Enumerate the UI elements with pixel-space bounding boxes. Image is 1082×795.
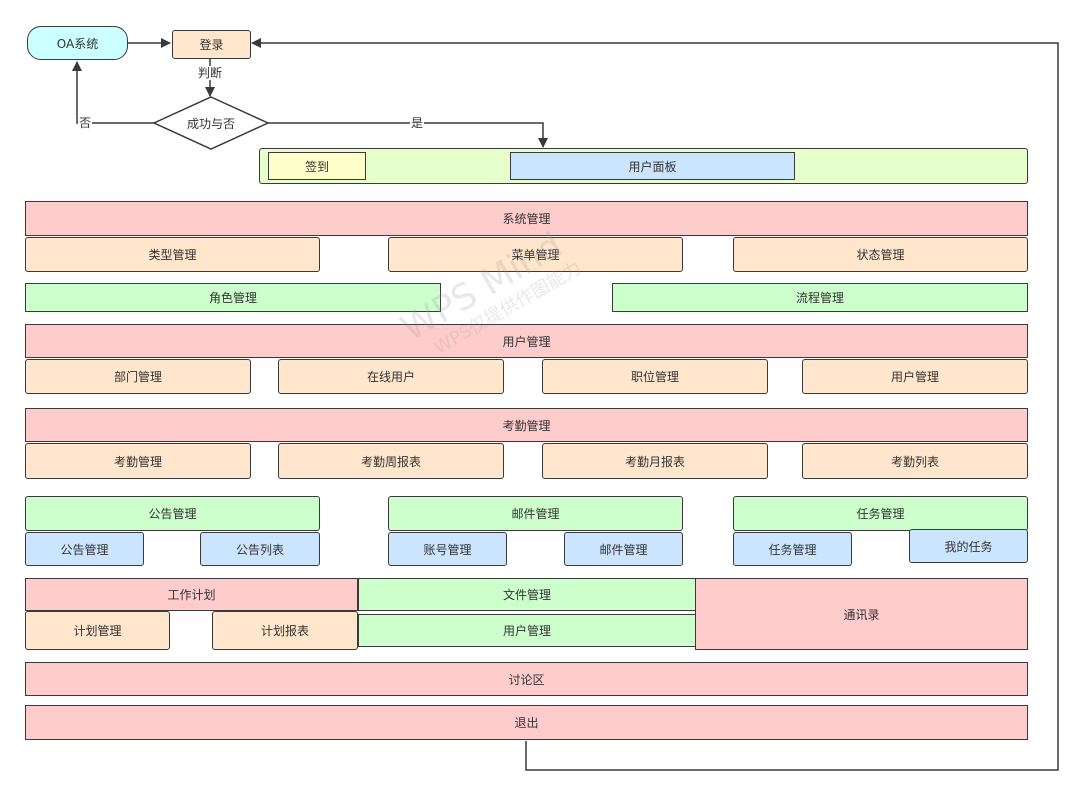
decision-diamond [152,96,270,150]
system-mgmt-header: 系统管理 [25,201,1028,236]
notice-mgmt-node: 公告管理 [25,532,144,566]
position-mgmt-node: 职位管理 [542,359,768,394]
attendance-monthly-node: 考勤月报表 [542,443,768,479]
user-mgmt-header: 用户管理 [25,324,1028,358]
task-mgmt-node: 任务管理 [733,532,852,566]
checkin-node: 签到 [268,152,366,180]
account-mgmt-node: 账号管理 [388,532,507,566]
attendance-list-node: 考勤列表 [802,443,1028,479]
menu-mgmt-node: 菜单管理 [388,237,683,272]
plan-report-node: 计划报表 [212,611,358,650]
notice-mgmt-header: 公告管理 [25,496,320,531]
attendance-mgmt-node: 考勤管理 [25,443,251,479]
work-plan-header: 工作计划 [25,578,358,611]
user-panel-node: 用户面板 [510,152,795,180]
contacts-node: 通讯录 [695,578,1028,650]
online-users-node: 在线用户 [278,359,504,394]
role-mgmt-node: 角色管理 [25,283,441,312]
yes-label: 是 [410,116,425,130]
attendance-header: 考勤管理 [25,408,1028,442]
status-mgmt-node: 状态管理 [733,237,1028,272]
task-mgmt-header: 任务管理 [733,496,1028,531]
edge-decision-yes [268,122,548,148]
plan-mgmt-node: 计划管理 [25,611,170,650]
process-mgmt-node: 流程管理 [612,283,1028,312]
logout-node: 退出 [25,705,1028,740]
mail-mgmt-node: 邮件管理 [564,532,683,566]
file-mgmt-header: 文件管理 [358,578,696,611]
notice-list-node: 公告列表 [200,532,320,566]
mail-mgmt-header: 邮件管理 [388,496,683,531]
type-mgmt-node: 类型管理 [25,237,320,272]
user-mgmt-node: 用户管理 [802,359,1028,394]
my-tasks-node: 我的任务 [909,529,1028,563]
dept-mgmt-node: 部门管理 [25,359,251,394]
attendance-weekly-node: 考勤周报表 [278,443,504,479]
no-label: 否 [78,116,93,130]
decision-label: 成功与否 [186,116,235,131]
edge-logout-to-login [251,38,1059,771]
start-node: OA系统 [27,26,128,60]
forum-node: 讨论区 [25,662,1028,696]
judge-label: 判断 [197,66,224,80]
login-node: 登录 [172,30,251,59]
edge-decision-no [72,61,155,124]
file-user-mgmt-node: 用户管理 [358,614,696,647]
